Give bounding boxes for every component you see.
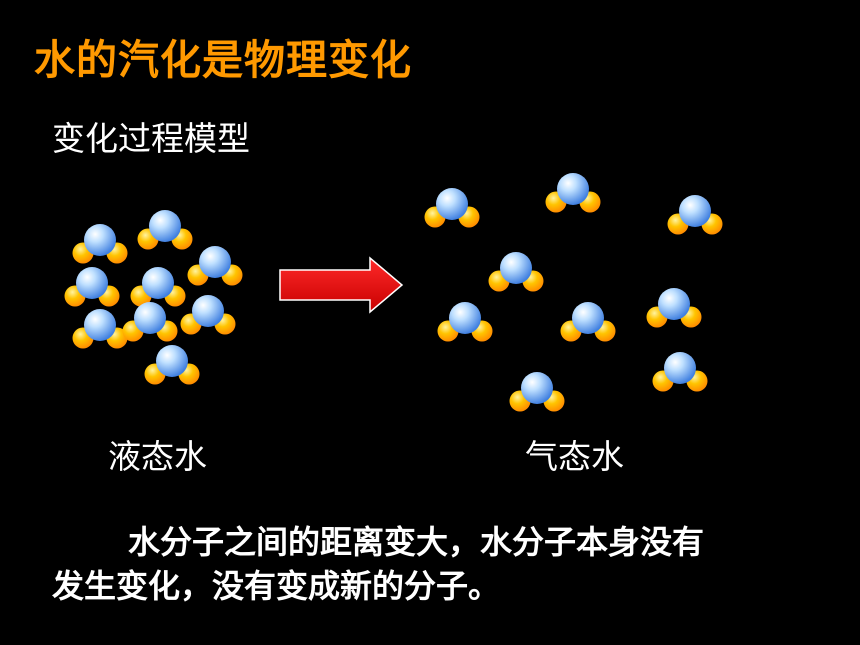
oxygen-atom bbox=[84, 309, 116, 341]
slide-title: 水的汽化是物理变化 bbox=[34, 36, 412, 84]
water-molecule-icon bbox=[667, 195, 723, 235]
water-molecule-icon bbox=[424, 188, 480, 228]
water-molecule-icon bbox=[144, 345, 200, 385]
conclusion-line-1: 水分子之间的距离变大，水分子本身没有 bbox=[128, 523, 705, 561]
oxygen-atom bbox=[84, 224, 116, 256]
water-molecule-icon bbox=[130, 267, 186, 307]
oxygen-atom bbox=[149, 210, 181, 242]
oxygen-atom bbox=[557, 173, 589, 205]
slide-subtitle: 变化过程模型 bbox=[52, 119, 250, 158]
oxygen-atom bbox=[500, 252, 532, 284]
oxygen-atom bbox=[134, 302, 166, 334]
water-molecule-icon bbox=[180, 295, 236, 335]
water-molecule-icon bbox=[72, 224, 128, 264]
oxygen-atom bbox=[449, 302, 481, 334]
oxygen-atom bbox=[521, 372, 553, 404]
oxygen-atom bbox=[199, 246, 231, 278]
water-molecule-icon bbox=[652, 352, 708, 392]
gas-water-molecules bbox=[424, 173, 723, 412]
water-molecule-icon bbox=[122, 302, 178, 342]
oxygen-atom bbox=[76, 267, 108, 299]
oxygen-atom bbox=[664, 352, 696, 384]
water-molecule-icon bbox=[72, 309, 128, 349]
oxygen-atom bbox=[679, 195, 711, 227]
water-molecule-icon bbox=[187, 246, 243, 286]
liquid-water-molecules bbox=[64, 210, 243, 385]
conclusion-line-2: 发生变化，没有变成新的分子。 bbox=[52, 567, 501, 605]
oxygen-atom bbox=[192, 295, 224, 327]
oxygen-atom bbox=[436, 188, 468, 220]
oxygen-atom bbox=[572, 302, 604, 334]
water-molecule-icon bbox=[437, 302, 493, 342]
water-molecule-icon bbox=[545, 173, 601, 213]
oxygen-atom bbox=[156, 345, 188, 377]
water-molecule-icon bbox=[509, 372, 565, 412]
water-molecule-icon bbox=[488, 252, 544, 292]
conclusion-text: 水分子之间的距离变大，水分子本身没有 发生变化，没有变成新的分子。 bbox=[52, 520, 832, 608]
water-molecule-icon bbox=[560, 302, 616, 342]
arrow-right-icon bbox=[279, 256, 404, 314]
water-molecule-icon bbox=[64, 267, 120, 307]
gas-water-label: 气态水 bbox=[525, 437, 624, 476]
oxygen-atom bbox=[658, 288, 690, 320]
liquid-water-label: 液态水 bbox=[108, 437, 207, 476]
water-molecule-icon bbox=[137, 210, 193, 250]
water-molecule-icon bbox=[646, 288, 702, 328]
oxygen-atom bbox=[142, 267, 174, 299]
